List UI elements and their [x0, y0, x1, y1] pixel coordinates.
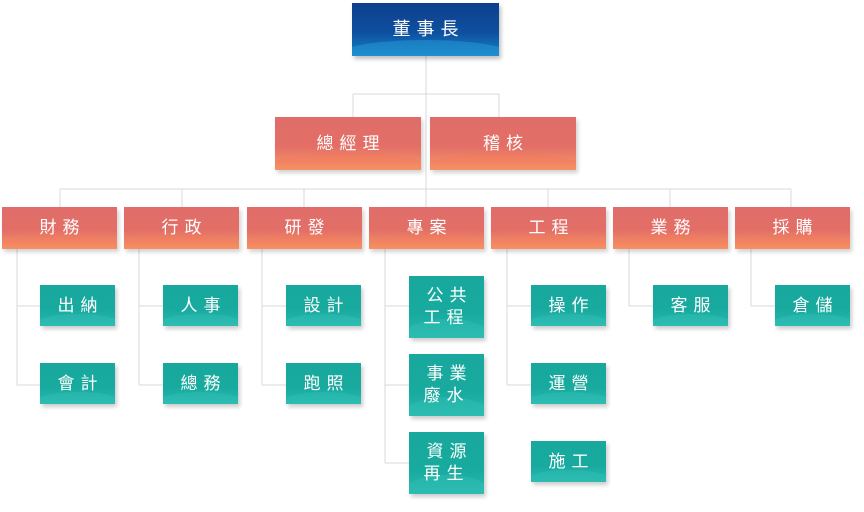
unit-node: 跑照 [286, 363, 361, 404]
unit-label: 出納 [57, 295, 104, 316]
unit-node: 客服 [653, 285, 728, 326]
unit-label: 施工 [548, 451, 595, 472]
unit-node: 總務 [163, 363, 238, 404]
unit-label: 公共 工程 [423, 286, 473, 328]
department-node: 研發 [247, 207, 362, 249]
department-node: 財務 [2, 207, 117, 249]
department-label: 專案 [406, 218, 453, 238]
unit-label: 倉儲 [792, 295, 839, 316]
unit-node: 公共 工程 [409, 276, 484, 338]
department-node: 業務 [613, 207, 728, 249]
unit-node: 人事 [163, 285, 238, 326]
unit-label: 總務 [180, 373, 227, 394]
unit-label: 人事 [180, 295, 227, 316]
unit-node: 操作 [531, 285, 606, 326]
department-node: 專案 [369, 207, 484, 249]
department-label: 財務 [39, 218, 86, 238]
department-label: 業務 [650, 218, 697, 238]
unit-label: 客服 [670, 295, 717, 316]
unit-node: 倉儲 [775, 285, 850, 326]
unit-node: 運營 [531, 363, 606, 404]
unit-node: 施工 [531, 441, 606, 482]
unit-label: 資源 再生 [423, 442, 473, 484]
department-label: 行政 [161, 218, 208, 238]
general-manager-node: 總經理 [275, 117, 421, 170]
general-manager-label: 總經理 [316, 133, 386, 154]
chairman-node: 董事長 [352, 3, 499, 56]
unit-label: 設計 [303, 295, 350, 316]
chairman-label: 董事長 [392, 18, 465, 40]
unit-label: 會計 [57, 373, 104, 394]
unit-label: 操作 [548, 295, 595, 316]
unit-node: 出納 [40, 285, 115, 326]
unit-label: 事業 廢水 [423, 364, 473, 406]
audit-node: 稽核 [430, 117, 576, 170]
unit-node: 會計 [40, 363, 115, 404]
department-node: 工程 [491, 207, 606, 249]
unit-node: 資源 再生 [409, 432, 484, 494]
department-label: 研發 [284, 218, 331, 238]
unit-label: 跑照 [303, 373, 350, 394]
unit-node: 設計 [286, 285, 361, 326]
audit-label: 稽核 [483, 133, 529, 154]
department-label: 工程 [528, 218, 575, 238]
department-node: 採購 [735, 207, 850, 249]
department-node: 行政 [124, 207, 239, 249]
unit-node: 事業 廢水 [409, 354, 484, 416]
department-label: 採購 [772, 218, 819, 238]
unit-label: 運營 [548, 373, 595, 394]
